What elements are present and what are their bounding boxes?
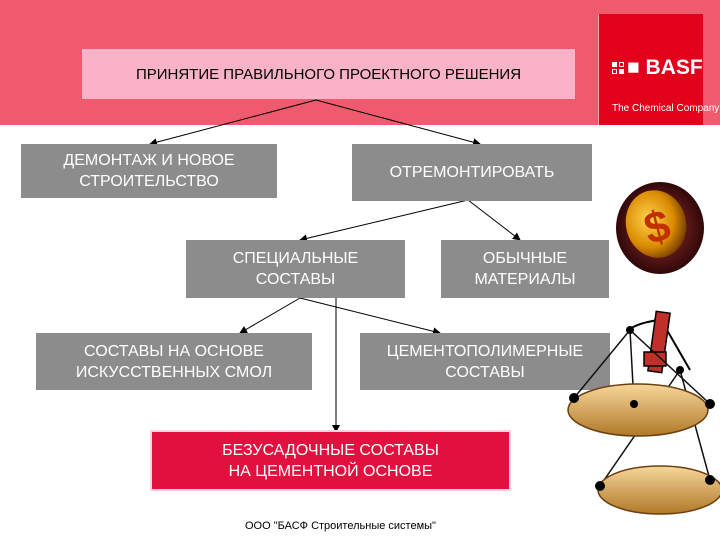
arrow-to-demolition [149, 99, 317, 147]
arrow-to-repair [315, 99, 481, 147]
arrow-to-special [299, 199, 469, 243]
arrow-to-cement-polymer [299, 297, 441, 336]
scales-icon [567, 310, 720, 515]
basf-logo-tagline: The Chemical Company [612, 103, 720, 114]
node-repair: ОТРЕМОНТИРОВАТЬ [352, 144, 592, 201]
dollar-coin-icon: $ [616, 182, 704, 274]
decision-title: ПРИНЯТИЕ ПРАВИЛЬНОГО ПРОЕКТНОГО РЕШЕНИЯ [82, 49, 575, 99]
footer-company: ООО "БАСФ Строительные системы" [245, 520, 436, 532]
basf-logo-word: ■ BASF [627, 56, 703, 79]
basf-logo-mark-icon [612, 62, 624, 74]
arrow-to-ordinary [467, 199, 521, 241]
arrow-to-resin [239, 297, 301, 334]
